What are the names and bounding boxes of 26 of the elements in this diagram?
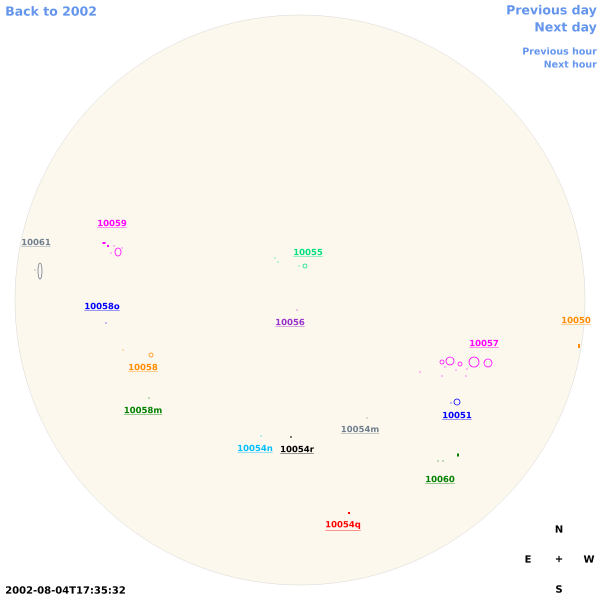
navigation-link: Next hour [544,60,597,68]
compass-letter: + [556,556,562,562]
navigation-link: Next day [535,22,597,34]
timestamp-text: 2002-08-04T17:35:32 [6,586,125,594]
region-label: 10054n [237,444,274,453]
region-label: 10054m [340,426,380,434]
region-label: 10059 [97,220,127,228]
compass-letter: W [584,555,594,563]
region-label: 10058m [124,406,162,415]
region-label: 10054r [280,446,314,454]
region-label: 10057 [469,340,499,348]
navigation-link: Previous day [507,4,597,18]
compass-letter: N [556,525,562,533]
compass-letter: E [526,555,531,563]
region-label: 10056 [275,318,305,327]
region-label: 10058o [84,302,120,311]
region-label: 10051 [442,412,472,420]
region-label: 10060 [425,476,455,484]
navigation-link: Back to 2002 [6,6,96,16]
region-label: 10050 [561,316,591,325]
compass-letter: S [556,585,562,593]
region-label: 10054q [324,520,362,531]
region-label: 10058 [128,364,158,372]
region-label: 10061 [21,238,51,247]
region-label: 10055 [293,248,323,257]
navigation-link: Previous hour [523,47,597,55]
